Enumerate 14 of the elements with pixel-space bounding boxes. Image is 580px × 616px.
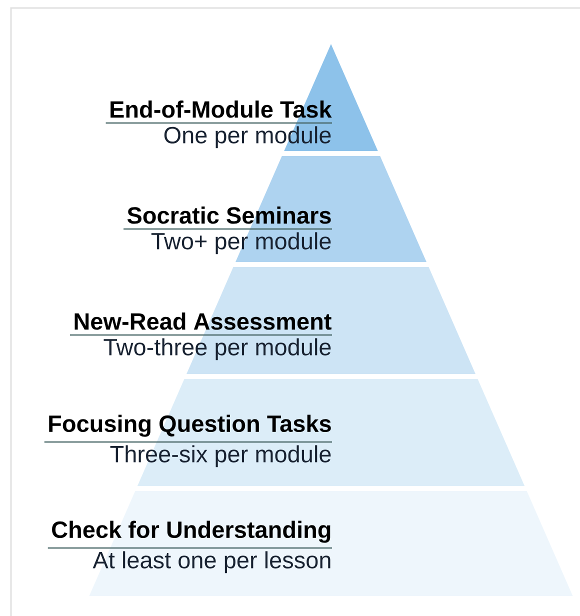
pyramid-level (70, 267, 476, 374)
pyramid-level (44, 379, 525, 486)
level-title: Socratic Seminars (127, 206, 331, 224)
pyramid-level (48, 491, 573, 596)
frequency-text: Three-six per module (110, 445, 331, 468)
level-title: Check for Understanding (52, 520, 330, 543)
pyramid-level (106, 44, 378, 151)
frequency-text: Two+ per module (151, 232, 331, 254)
frequency-text: At least one per lesson (92, 551, 330, 574)
level-title: Focusing Question Tasks (49, 414, 331, 437)
level-title: End-of-Module Task (110, 100, 332, 118)
level-title: New-Read Assessment (74, 312, 332, 330)
frequency-text: Two-three per module (104, 338, 331, 360)
pyramid-level (124, 156, 426, 262)
